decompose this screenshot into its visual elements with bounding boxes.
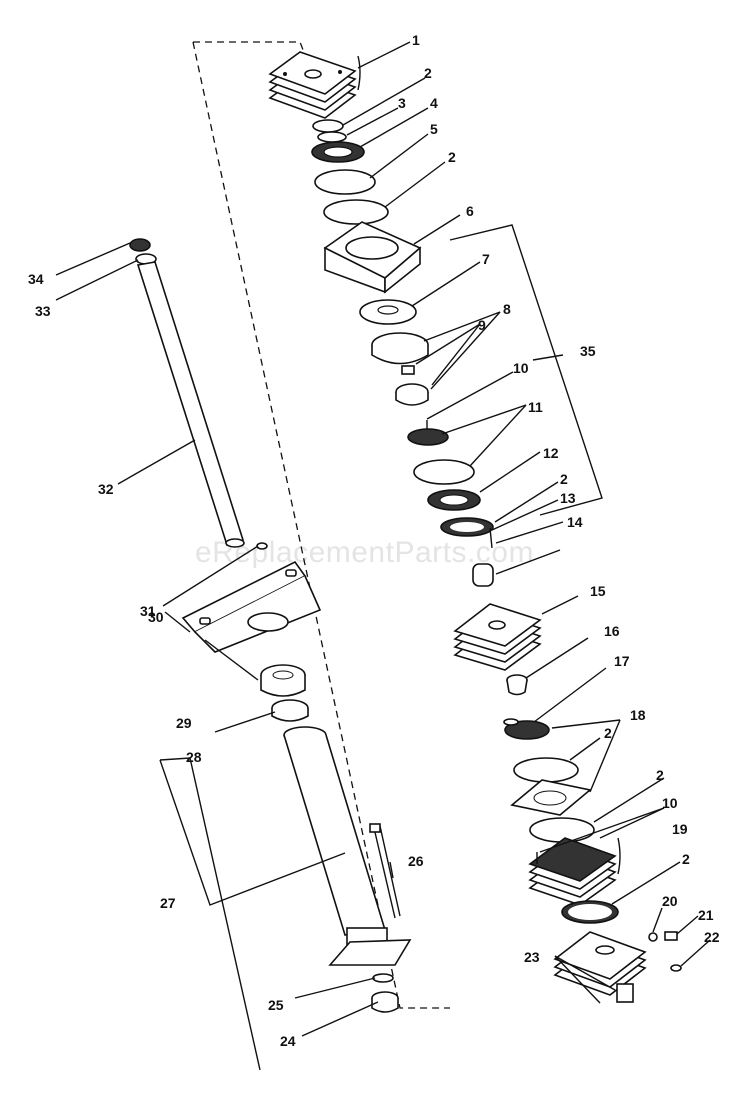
part-14-coupler xyxy=(472,563,494,587)
part-1-plate-stack xyxy=(268,51,357,119)
part-34-nut xyxy=(129,238,151,252)
part-11-disc xyxy=(407,428,449,446)
callout-24: 24 xyxy=(280,1033,296,1049)
part-3-washer xyxy=(317,131,347,143)
callout-34: 34 xyxy=(28,271,44,287)
callout-22: 22 xyxy=(704,929,720,945)
callout-30: 30 xyxy=(148,609,164,625)
callout-labels: 1 2 3 4 5 2 6 7 8 9 35 10 11 12 2 13 14 … xyxy=(28,32,720,1049)
part-9-key xyxy=(401,365,415,375)
part-14-bolt xyxy=(489,527,493,549)
callout-1: 1 xyxy=(412,32,420,48)
part-25-washer xyxy=(372,973,394,983)
part-21-plug xyxy=(664,931,678,941)
part-22-fitting xyxy=(670,964,682,972)
callout-33: 33 xyxy=(35,303,51,319)
callout-10: 10 xyxy=(513,360,529,376)
part-20-ball xyxy=(648,932,658,942)
part-2-oring-d xyxy=(529,817,595,843)
callout-2: 2 xyxy=(424,65,432,81)
callout-2: 2 xyxy=(604,725,612,741)
part-6-housing xyxy=(323,221,422,294)
callout-19: 19 xyxy=(672,821,688,837)
callout-2: 2 xyxy=(448,149,456,165)
callout-32: 32 xyxy=(98,481,114,497)
callout-13: 13 xyxy=(560,490,576,506)
callout-6: 6 xyxy=(466,203,474,219)
callout-17: 17 xyxy=(614,653,630,669)
part-31-screw xyxy=(256,542,268,550)
callout-23: 23 xyxy=(524,949,540,965)
part-24-nut xyxy=(371,991,399,1013)
part-16-bushing xyxy=(506,674,528,696)
callout-16: 16 xyxy=(604,623,620,639)
callout-11: 11 xyxy=(528,399,543,415)
callout-7: 7 xyxy=(482,251,490,267)
callout-31: 31 xyxy=(140,603,156,619)
bracket-27 xyxy=(159,757,346,1071)
part-30-mounting-bracket xyxy=(181,560,322,653)
part-19-plate-stack xyxy=(528,837,617,906)
part-32-shaft xyxy=(136,261,245,547)
callout-25: 25 xyxy=(268,997,284,1013)
part-5-ring xyxy=(314,169,376,195)
callout-9: 9 xyxy=(478,317,486,333)
part-11-ring xyxy=(413,459,475,485)
part-8-gear-inner xyxy=(395,383,429,406)
callout-35: 35 xyxy=(580,343,596,359)
leader-lines xyxy=(55,41,711,1037)
callout-29: 29 xyxy=(176,715,192,731)
part-23-plate-stack xyxy=(553,931,647,1003)
part-28-seal xyxy=(271,699,309,722)
callout-8: 8 xyxy=(503,301,511,317)
callout-12: 12 xyxy=(543,445,559,461)
callout-2: 2 xyxy=(656,767,664,783)
callout-26: 26 xyxy=(408,853,424,869)
callout-4: 4 xyxy=(430,95,438,111)
callout-20: 20 xyxy=(662,893,678,909)
callout-5: 5 xyxy=(430,121,438,137)
callout-10: 10 xyxy=(662,795,678,811)
assembly-dashed-outline xyxy=(192,41,450,1009)
part-8-gear-outer xyxy=(371,332,429,365)
callout-27: 27 xyxy=(160,895,176,911)
callout-3: 3 xyxy=(398,95,406,111)
part-17-valve xyxy=(503,718,550,740)
part-27-column xyxy=(283,726,412,966)
part-29-bearing xyxy=(260,664,306,697)
part-2-oring-b xyxy=(323,199,389,225)
part-2-oring-top xyxy=(312,119,344,133)
part-2-oring-c xyxy=(513,757,579,783)
part-18-flange xyxy=(510,779,592,816)
callout-21: 21 xyxy=(698,907,714,923)
bracket-35 xyxy=(449,224,603,516)
callout-2: 2 xyxy=(560,471,568,487)
callout-28: 28 xyxy=(186,749,202,765)
part-26-stud xyxy=(373,827,396,919)
callout-18: 18 xyxy=(630,707,646,723)
callout-15: 15 xyxy=(590,583,606,599)
callout-2: 2 xyxy=(682,851,690,867)
part-15-plate-stack xyxy=(453,603,542,671)
callout-14: 14 xyxy=(567,514,583,530)
